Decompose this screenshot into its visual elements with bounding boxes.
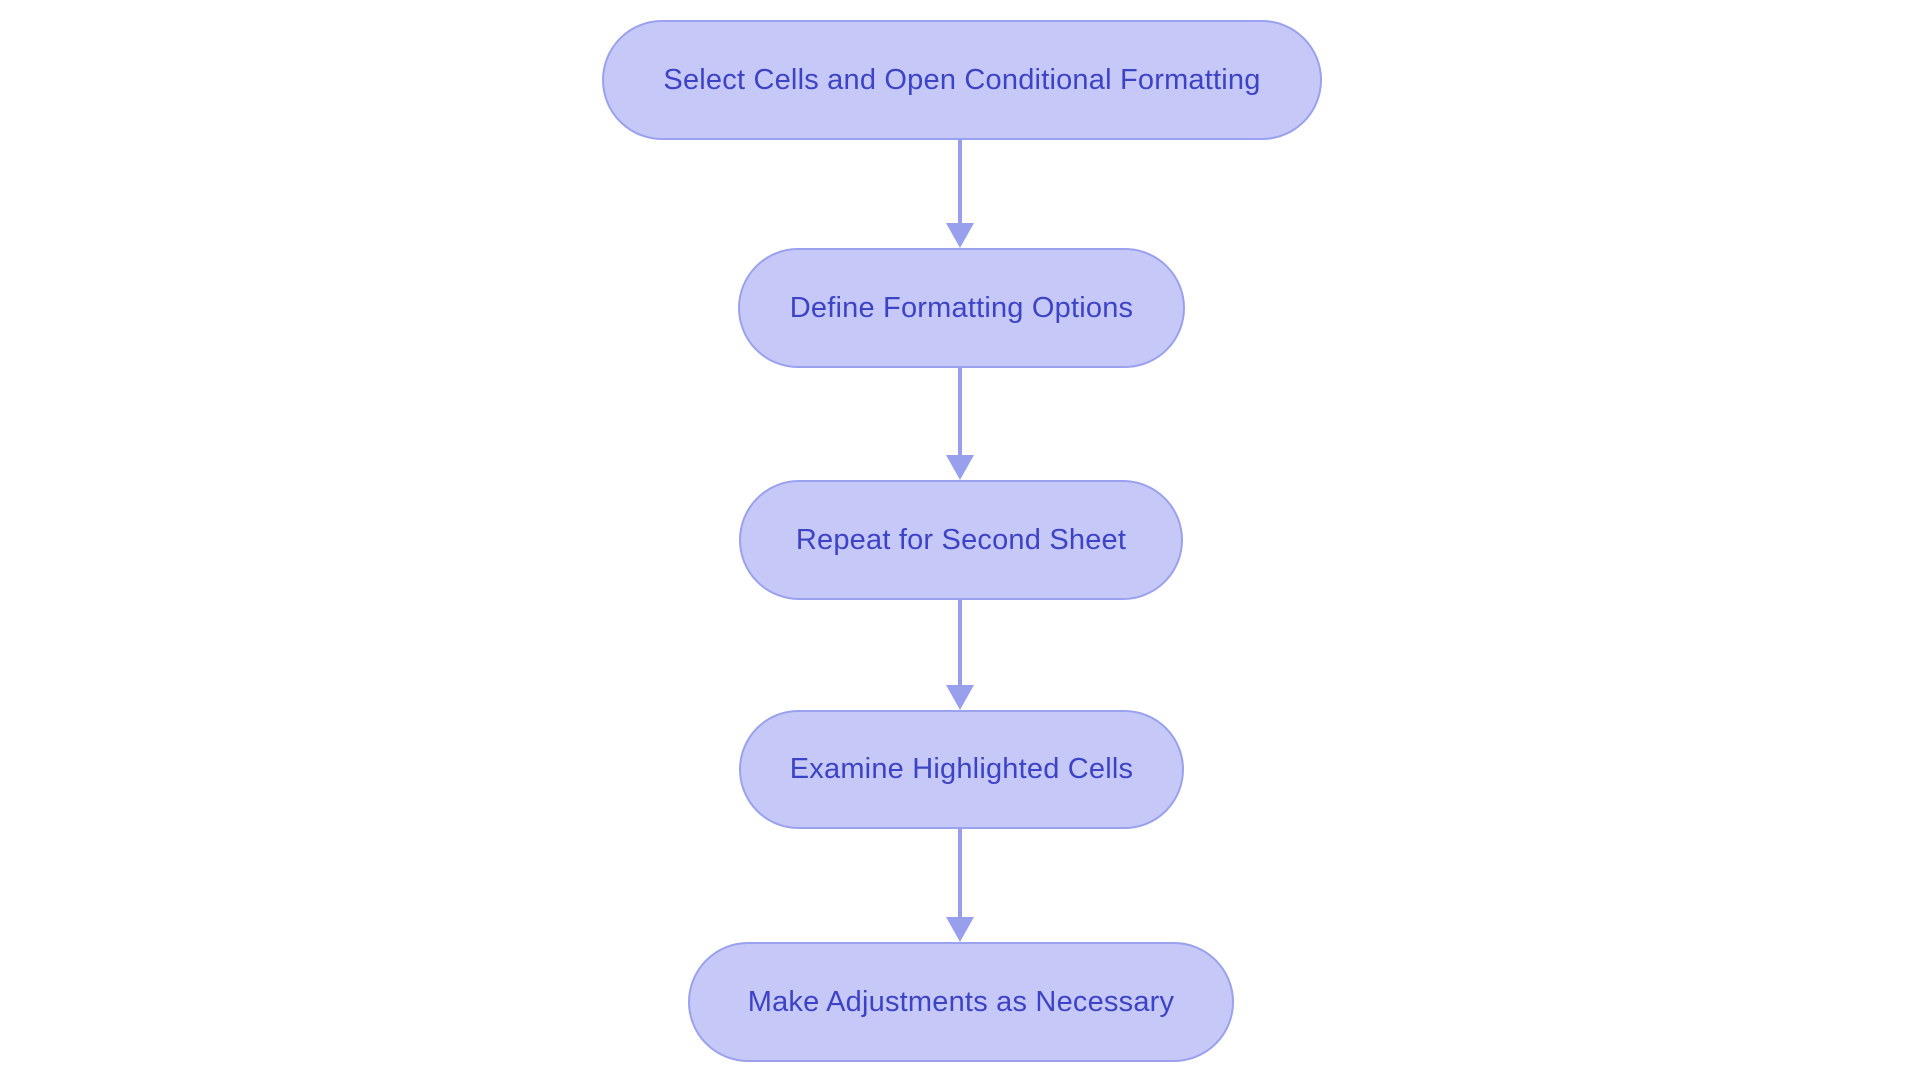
arrow-stem	[958, 140, 962, 223]
arrow-down-icon	[946, 685, 974, 710]
flow-node-repeat-second-sheet: Repeat for Second Sheet	[739, 480, 1183, 600]
arrow-stem	[958, 829, 962, 917]
flow-node-label: Select Cells and Open Conditional Format…	[663, 63, 1261, 96]
flow-node-define-formatting: Define Formatting Options	[738, 248, 1185, 368]
connector-arrow	[946, 600, 974, 710]
flow-node-label: Define Formatting Options	[789, 291, 1134, 324]
flow-node-examine-highlighted: Examine Highlighted Cells	[739, 710, 1184, 829]
flow-node-label: Examine Highlighted Cells	[789, 753, 1134, 785]
connector-arrow	[946, 140, 974, 248]
connector-arrow	[946, 829, 974, 942]
arrow-down-icon	[946, 455, 974, 480]
flow-node-select-cells: Select Cells and Open Conditional Format…	[602, 20, 1322, 140]
arrow-down-icon	[946, 223, 974, 248]
arrow-stem	[958, 368, 962, 455]
arrow-stem	[958, 600, 962, 685]
connector-arrow	[946, 368, 974, 480]
flow-node-make-adjustments: Make Adjustments as Necessary	[688, 942, 1234, 1062]
flow-node-label: Repeat for Second Sheet	[795, 523, 1127, 556]
flow-node-label: Make Adjustments as Necessary	[747, 985, 1175, 1018]
arrow-down-icon	[946, 917, 974, 942]
